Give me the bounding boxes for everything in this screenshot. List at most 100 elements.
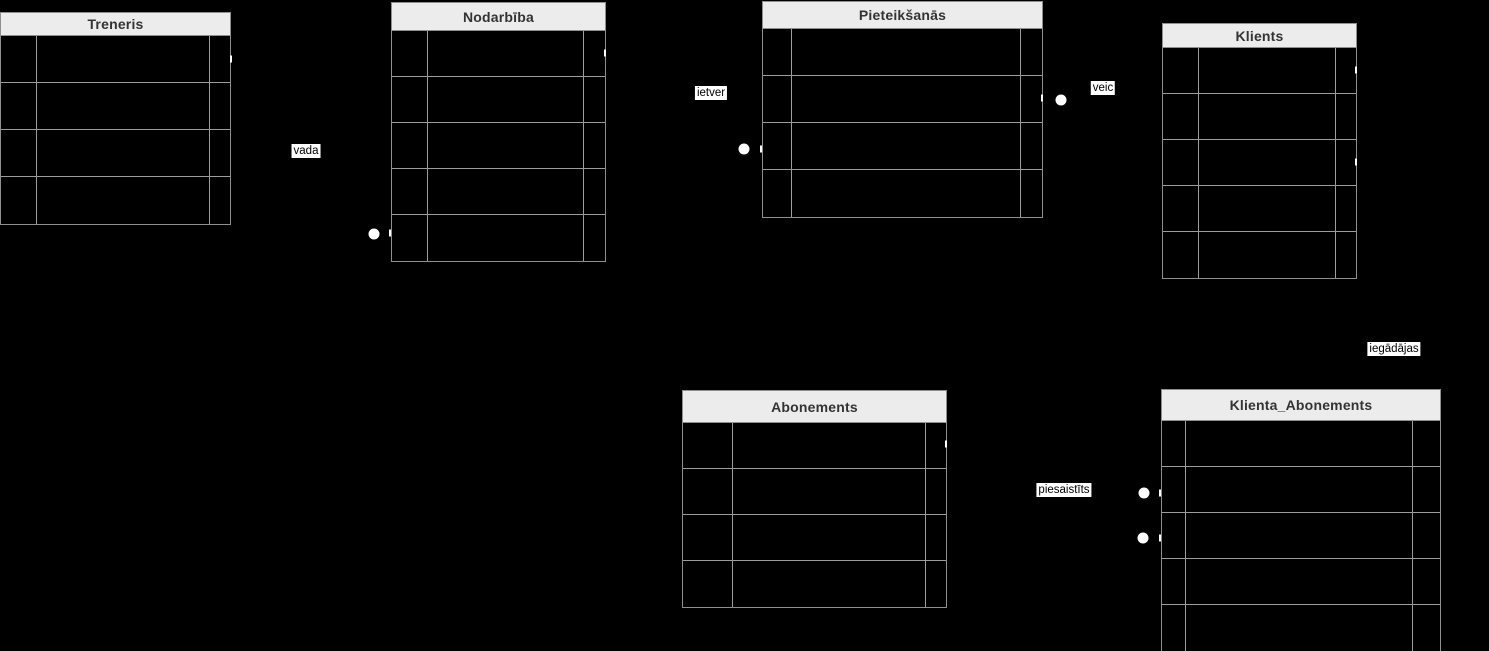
relationship-label-ietver: ietver	[694, 86, 728, 100]
entity-table-abonements: Abonements	[682, 390, 947, 608]
attribute-cell	[428, 31, 584, 77]
attribute-cell	[1413, 421, 1440, 467]
attribute-cell	[1186, 467, 1413, 513]
attribute-cell	[392, 123, 428, 169]
attribute-cell	[37, 83, 210, 130]
attribute-cell	[392, 77, 428, 123]
attribute-cell	[1413, 467, 1440, 513]
relationship-label-veic: veic	[1090, 81, 1116, 95]
attribute-cell	[683, 469, 733, 515]
attribute-cell	[1336, 94, 1356, 140]
entity-title: Klients	[1163, 24, 1356, 48]
attribute-cell	[1186, 559, 1413, 605]
attribute-cell	[1021, 29, 1042, 76]
entity-title: Treneris	[1, 13, 230, 36]
attribute-cell	[1021, 76, 1042, 123]
attribute-cell	[1336, 48, 1356, 94]
attribute-cell	[792, 123, 1021, 170]
attribute-cell	[584, 123, 605, 169]
attribute-cell	[37, 130, 210, 177]
connector-tick	[1355, 158, 1357, 166]
attribute-cell	[1162, 513, 1186, 559]
entity-attributes-grid	[683, 423, 946, 607]
attribute-cell	[733, 423, 926, 469]
entity-table-nodarbiba: Nodarbība	[391, 2, 606, 262]
attribute-cell	[1, 177, 37, 224]
attribute-cell	[1413, 559, 1440, 605]
attribute-cell	[1186, 513, 1413, 559]
entity-title: Abonements	[683, 391, 946, 423]
attribute-cell	[792, 29, 1021, 76]
attribute-cell	[1336, 186, 1356, 232]
entity-attributes-grid	[763, 29, 1042, 217]
attribute-cell	[792, 170, 1021, 217]
attribute-cell	[392, 31, 428, 77]
attribute-cell	[763, 76, 792, 123]
cardinality-dot	[1138, 487, 1150, 499]
attribute-cell	[584, 31, 605, 77]
attribute-cell	[733, 561, 926, 607]
attribute-cell	[1162, 559, 1186, 605]
attribute-cell	[1186, 605, 1413, 651]
entity-table-pieteiksanas: Pieteikšanās	[762, 1, 1043, 218]
entity-attributes-grid	[1163, 48, 1356, 278]
attribute-cell	[1021, 123, 1042, 170]
attribute-cell	[1162, 467, 1186, 513]
attribute-cell	[584, 77, 605, 123]
connector-tick	[230, 55, 232, 63]
entity-title: Pieteikšanās	[763, 2, 1042, 29]
cardinality-dot	[368, 228, 380, 240]
attribute-cell	[1, 130, 37, 177]
entity-table-klienta-abonements: Klienta_Abonements	[1161, 389, 1441, 651]
connector-tick	[1159, 489, 1161, 497]
relationship-label-iegadajas: iegādājas	[1367, 342, 1421, 356]
entity-attributes-grid	[1162, 421, 1440, 651]
attribute-cell	[1, 36, 37, 83]
attribute-cell	[1, 83, 37, 130]
entity-attributes-grid	[1, 36, 230, 224]
cardinality-dot	[1055, 94, 1067, 106]
relationship-label-piesaistits: piesaistīts	[1036, 483, 1092, 497]
attribute-cell	[584, 215, 605, 261]
attribute-cell	[1162, 605, 1186, 651]
connector-tick	[389, 229, 391, 237]
attribute-cell	[1163, 94, 1199, 140]
cardinality-dot	[738, 143, 750, 155]
attribute-cell	[210, 177, 230, 224]
connector-tick	[604, 49, 606, 57]
attribute-cell	[926, 423, 946, 469]
attribute-cell	[926, 515, 946, 561]
connector-tick	[1041, 94, 1043, 102]
attribute-cell	[428, 169, 584, 215]
attribute-cell	[926, 561, 946, 607]
attribute-cell	[428, 77, 584, 123]
entity-table-klients: Klients	[1162, 23, 1357, 279]
attribute-cell	[1163, 232, 1199, 278]
attribute-cell	[210, 83, 230, 130]
attribute-cell	[428, 123, 584, 169]
attribute-cell	[1199, 94, 1336, 140]
attribute-cell	[683, 423, 733, 469]
attribute-cell	[392, 215, 428, 261]
attribute-cell	[926, 469, 946, 515]
attribute-cell	[37, 36, 210, 83]
attribute-cell	[1199, 48, 1336, 94]
attribute-cell	[1413, 605, 1440, 651]
attribute-cell	[1186, 421, 1413, 467]
attribute-cell	[683, 515, 733, 561]
attribute-cell	[733, 469, 926, 515]
attribute-cell	[1163, 186, 1199, 232]
relationship-label-vada: vada	[291, 144, 321, 158]
attribute-cell	[392, 169, 428, 215]
connector-tick	[1355, 66, 1357, 74]
entity-table-treneris: Treneris	[0, 12, 231, 225]
attribute-cell	[210, 130, 230, 177]
connector-tick	[1159, 534, 1161, 542]
attribute-cell	[1336, 140, 1356, 186]
attribute-cell	[1162, 421, 1186, 467]
attribute-cell	[1163, 140, 1199, 186]
attribute-cell	[1336, 232, 1356, 278]
attribute-cell	[1199, 232, 1336, 278]
attribute-cell	[37, 177, 210, 224]
